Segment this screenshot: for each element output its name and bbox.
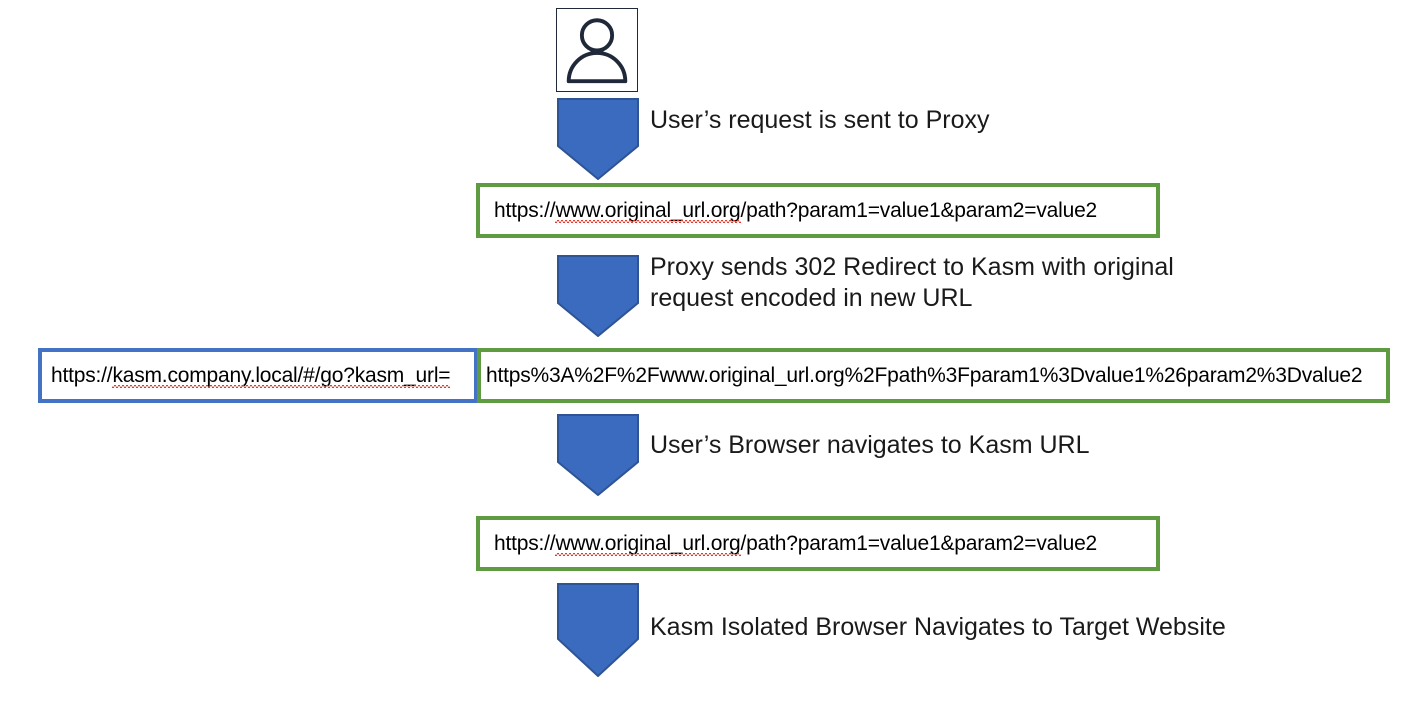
caption-step-1: User’s request is sent to Proxy: [650, 106, 990, 134]
user-person-icon: [566, 18, 628, 84]
flow-arrow-step-3: [557, 414, 639, 496]
user-avatar: [556, 8, 638, 92]
flow-arrow-step-4: [557, 583, 639, 677]
url-prefix: https://: [51, 364, 113, 387]
url-box-original-top[interactable]: https://www.original_url.org/path?param1…: [476, 183, 1160, 238]
url-text-original-bottom: https://www.original_url.org/path?param1…: [494, 532, 1098, 556]
caption-step-3: User’s Browser navigates to Kasm URL: [650, 431, 1090, 459]
url-suffix: /path?param1=value1&param2=value2: [740, 532, 1098, 555]
url-prefix: https://: [494, 532, 556, 555]
url-box-encoded[interactable]: https%3A%2F%2Fwww.original_url.org%2Fpat…: [477, 348, 1390, 403]
url-suffix: /path?param1=value1&param2=value2: [740, 199, 1098, 222]
url-misspelled-span: kasm.company.local/#/go?kasm_url=: [112, 364, 451, 388]
caption-step-2: Proxy sends 302 Redirect to Kasm with or…: [650, 253, 1174, 312]
url-misspelled-span: www.original_url.org: [555, 199, 741, 223]
caption-step-4: Kasm Isolated Browser Navigates to Targe…: [650, 613, 1226, 641]
url-box-original-bottom[interactable]: https://www.original_url.org/path?param1…: [476, 516, 1160, 571]
url-text-kasm-prefix: https://kasm.company.local/#/go?kasm_url…: [51, 364, 451, 388]
url-box-kasm-prefix[interactable]: https://kasm.company.local/#/go?kasm_url…: [38, 348, 478, 403]
url-suffix: https%3A%2F%2Fwww.original_url.org%2Fpat…: [486, 364, 1363, 387]
flow-arrow-step-1: [557, 98, 639, 180]
url-text-original-top: https://www.original_url.org/path?param1…: [494, 199, 1098, 223]
url-misspelled-span: www.original_url.org: [555, 532, 741, 556]
flow-arrow-step-2: [557, 255, 639, 337]
url-text-encoded: https%3A%2F%2Fwww.original_url.org%2Fpat…: [486, 364, 1363, 387]
url-prefix: https://: [494, 199, 556, 222]
